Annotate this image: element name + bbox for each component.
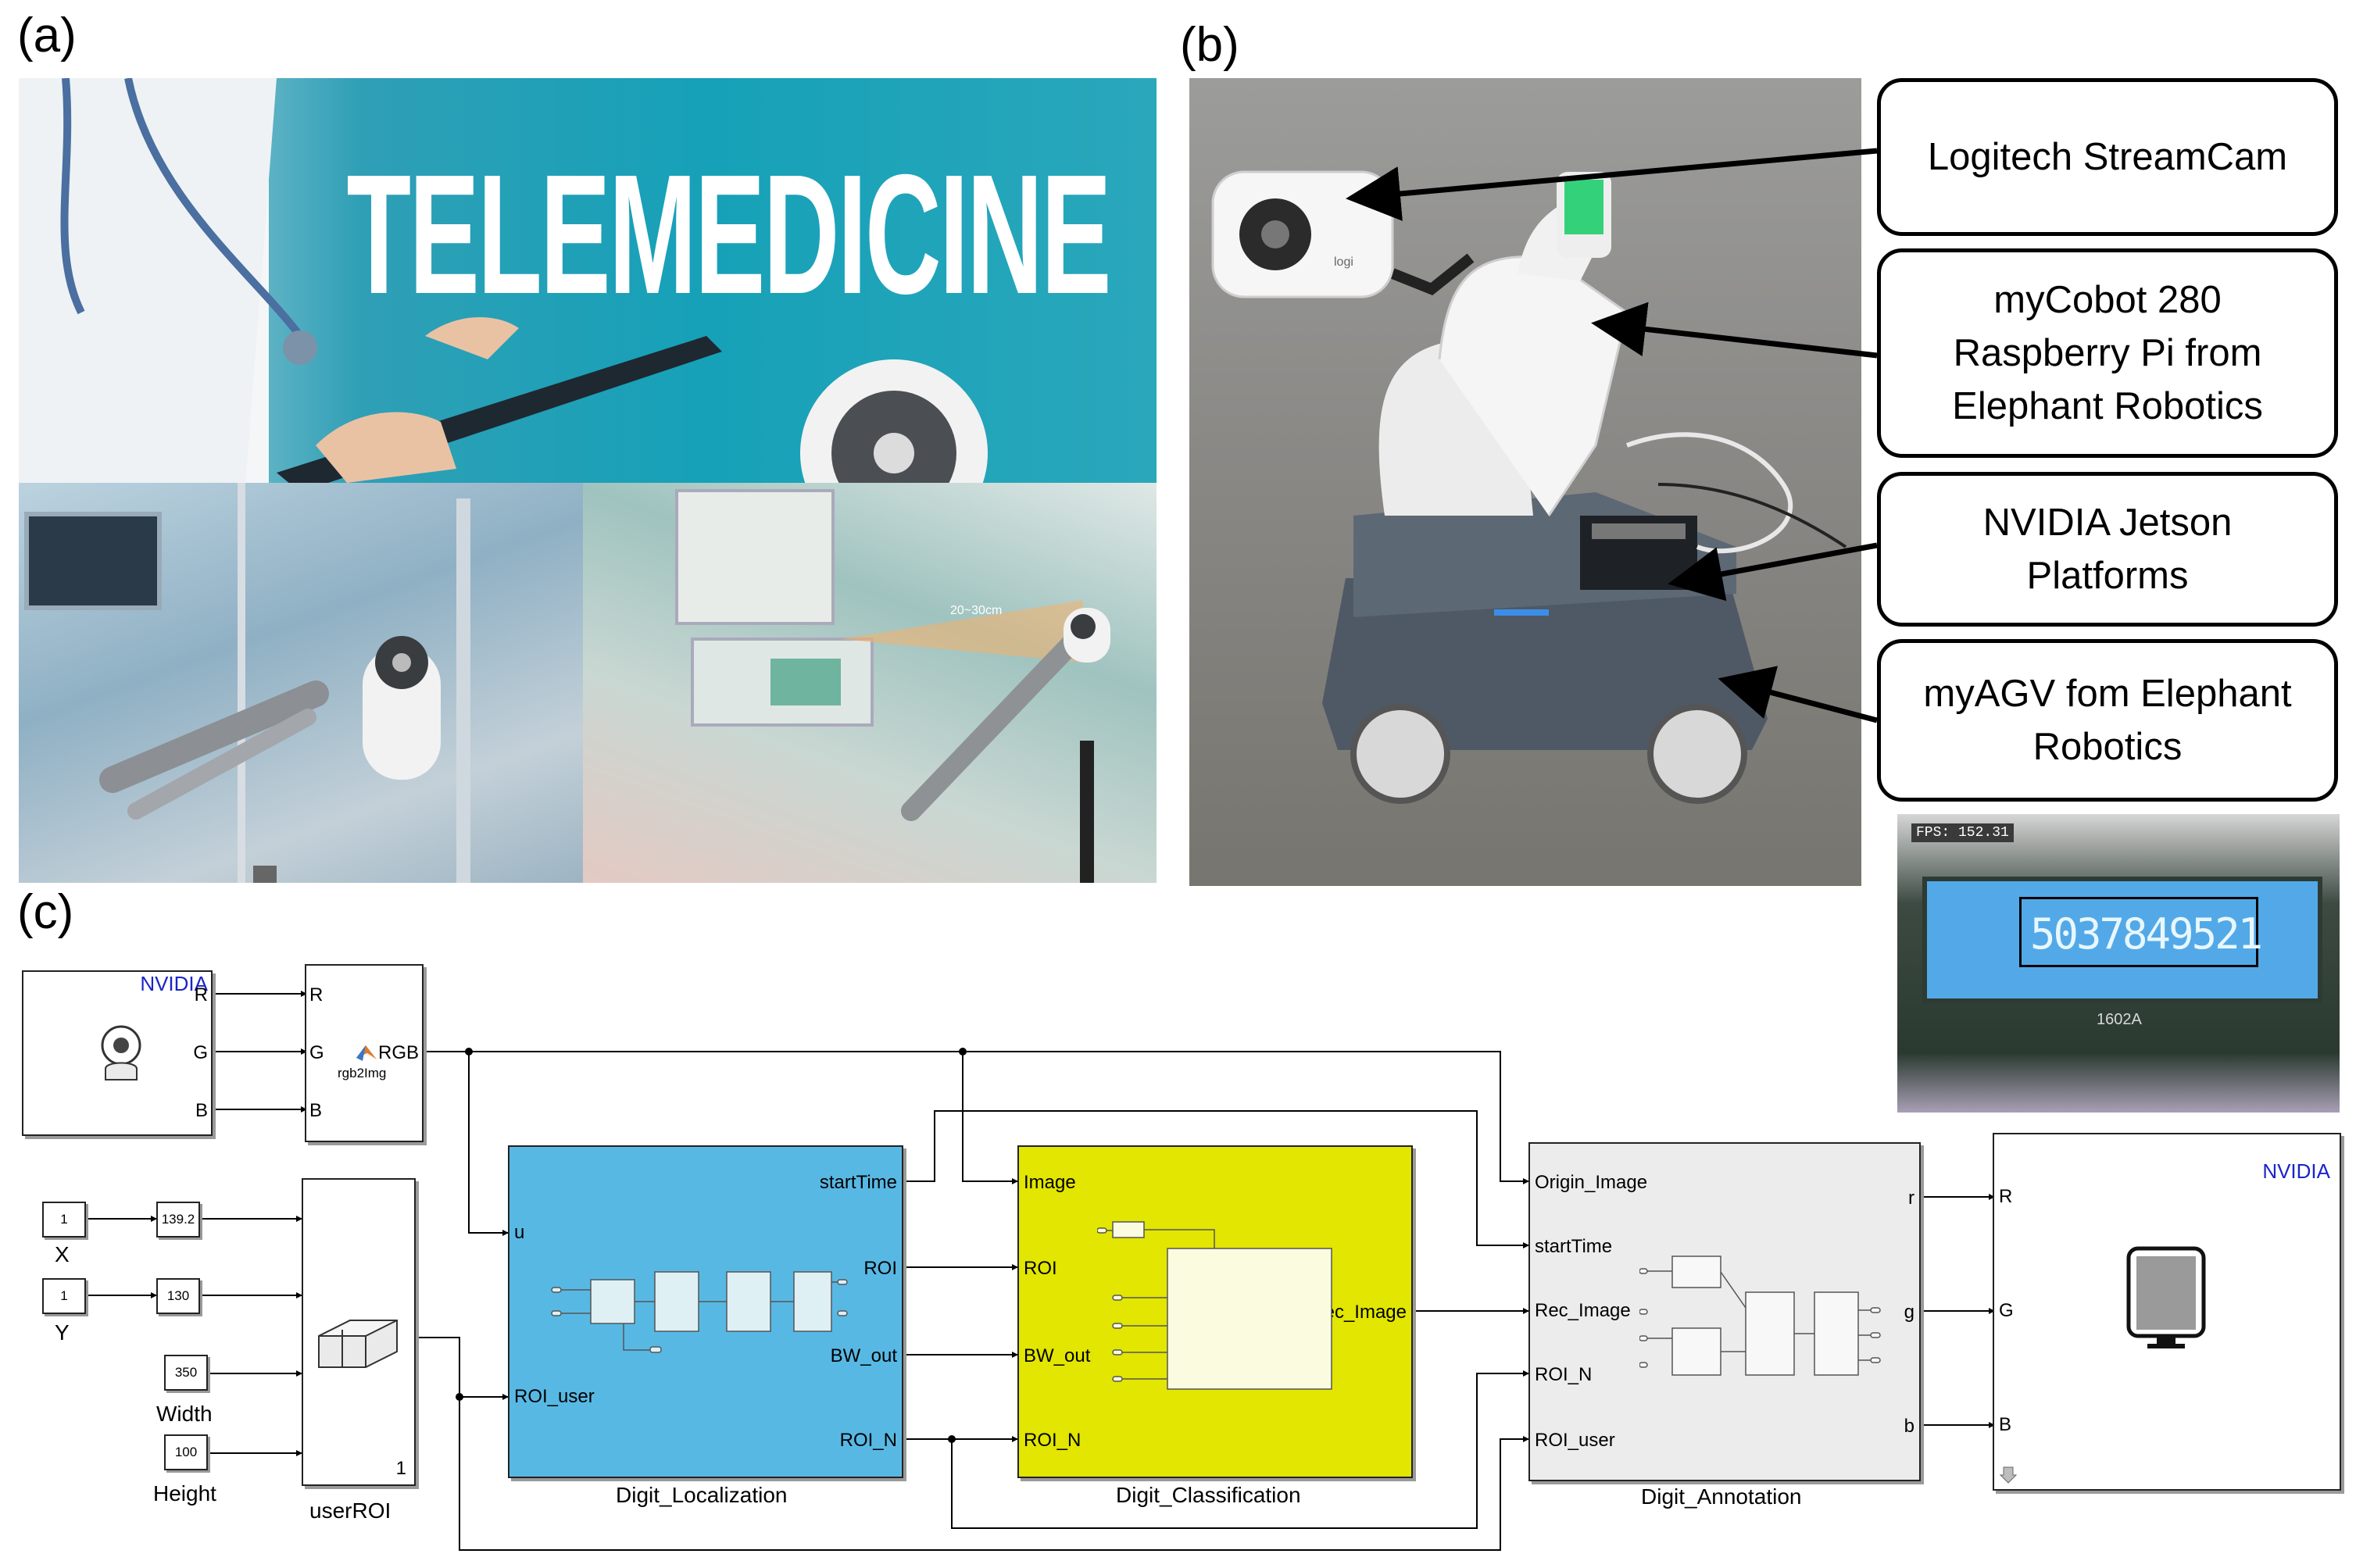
digit-localization-caption: Digit_Localization bbox=[616, 1483, 788, 1507]
width-label: Width bbox=[156, 1402, 213, 1426]
digit-annotation-caption: Digit_Annotation bbox=[1641, 1484, 1802, 1509]
camera-vendor-label: NVIDIA bbox=[140, 972, 208, 995]
localization-inner-model bbox=[551, 1271, 848, 1353]
hospital-ward-photo-left bbox=[19, 483, 583, 883]
webcam-icon bbox=[101, 1025, 141, 1080]
callout-jetson: NVIDIA Jetson Platforms bbox=[1877, 472, 2338, 627]
camera-port-g: G bbox=[193, 1042, 208, 1063]
height-label: Height bbox=[153, 1481, 216, 1505]
y-label: Y bbox=[55, 1320, 70, 1345]
lcd-roi-box bbox=[2019, 897, 2258, 967]
display-port-g: G bbox=[1999, 1300, 2014, 1321]
doctor-illustration bbox=[19, 78, 988, 483]
callout-streamcam: Logitech StreamCam bbox=[1877, 78, 2338, 236]
lcd-fps-readout: FPS: 152.31 bbox=[1911, 823, 2014, 842]
user-roi-block[interactable]: 1 bbox=[302, 1178, 416, 1486]
ann-in-roi-n: ROI_N bbox=[1535, 1364, 1593, 1385]
digit-localization-block[interactable]: u ROI_user startTime ROI BW_out ROI_N bbox=[508, 1145, 903, 1478]
ann-out-g: g bbox=[1904, 1302, 1914, 1323]
rgb2img-block[interactable]: R G B RGB rgb2Img bbox=[305, 964, 424, 1142]
loc-in-u: u bbox=[514, 1222, 525, 1243]
panel-label-a: (a) bbox=[17, 9, 77, 63]
loc-out-roi-n: ROI_N bbox=[839, 1430, 897, 1451]
down-arrow-icon bbox=[1999, 1466, 2018, 1484]
wire-junctions bbox=[456, 1048, 967, 1443]
lcd-model-label: 1602A bbox=[2097, 1011, 2142, 1028]
digit-classification-block[interactable]: Image ROI BW_out ROI_N Rec_Image bbox=[1017, 1145, 1413, 1478]
icu-equipment-illustration: 20~30cm bbox=[675, 489, 1110, 883]
display-sink-block[interactable]: NVIDIA R G B bbox=[1993, 1133, 2341, 1491]
rgb-in-b: B bbox=[309, 1100, 323, 1121]
distance-note: 20~30cm bbox=[950, 604, 1002, 617]
matlab-icon bbox=[356, 1045, 377, 1061]
loc-in-roi-user: ROI_user bbox=[514, 1386, 595, 1407]
ann-in-origin-image: Origin_Image bbox=[1535, 1172, 1648, 1193]
digit-classification-caption: Digit_Classification bbox=[1116, 1483, 1301, 1507]
loc-out-bw: BW_out bbox=[830, 1345, 897, 1366]
panel-label-b: (b) bbox=[1180, 18, 1239, 72]
y-gain[interactable]: 130 bbox=[156, 1278, 200, 1314]
hospital-ward-photo-right: 20~30cm bbox=[583, 483, 1157, 883]
x-label: X bbox=[55, 1242, 70, 1266]
ann-in-roi-user: ROI_user bbox=[1535, 1430, 1615, 1451]
telemedicine-word: TELEMEDICINE bbox=[346, 140, 1112, 330]
ann-in-starttime: startTime bbox=[1535, 1236, 1613, 1257]
callout-myagv: myAGV fom Elephant Robotics bbox=[1877, 639, 2338, 802]
lcd-screen: 5037849521 bbox=[1922, 877, 2322, 1003]
camera-arm-illustration bbox=[24, 483, 470, 883]
digit-annotation-block[interactable]: Origin_Image startTime Rec_Image ROI_N R… bbox=[1528, 1142, 1921, 1481]
user-roi-port: 1 bbox=[395, 1458, 406, 1479]
ann-in-rec-image: Rec_Image bbox=[1535, 1300, 1631, 1321]
monitor-icon bbox=[2126, 1246, 2206, 1348]
ann-out-b: b bbox=[1904, 1416, 1914, 1437]
annotation-inner-model bbox=[1639, 1255, 1881, 1376]
height-constant[interactable]: 100 bbox=[164, 1434, 208, 1470]
rgb-out: RGB bbox=[377, 1042, 419, 1063]
x-gain[interactable]: 139.2 bbox=[156, 1202, 200, 1238]
rgb-in-r: R bbox=[309, 984, 324, 1005]
rgb2img-name: rgb2Img bbox=[338, 1066, 387, 1080]
loc-out-roi: ROI bbox=[863, 1258, 897, 1279]
loc-out-starttime: startTime bbox=[819, 1172, 897, 1193]
cls-in-roi-n: ROI_N bbox=[1024, 1430, 1081, 1451]
callout-mycobot: myCobot 280 Raspberry Pi from Elephant R… bbox=[1877, 248, 2338, 458]
camera-port-b: B bbox=[195, 1100, 208, 1121]
cls-in-image: Image bbox=[1024, 1172, 1076, 1193]
width-constant[interactable]: 350 bbox=[164, 1355, 208, 1391]
lcd-display-photo: FPS: 152.31 5037849521 1602A bbox=[1897, 814, 2340, 1113]
ann-out-r: r bbox=[1908, 1188, 1914, 1209]
user-roi-caption: userROI bbox=[309, 1498, 391, 1523]
display-port-r: R bbox=[1999, 1186, 2013, 1207]
bus-creator-icon bbox=[318, 1320, 398, 1368]
display-port-b: B bbox=[1999, 1414, 2012, 1435]
x-constant[interactable]: 1 bbox=[42, 1202, 86, 1238]
camera-brand: logi bbox=[1334, 255, 1353, 269]
y-constant[interactable]: 1 bbox=[42, 1278, 86, 1314]
robot-platform-photo: logi bbox=[1189, 78, 1861, 886]
display-vendor-label: NVIDIA bbox=[2262, 1159, 2330, 1183]
lcd-digits: 5037849521 bbox=[2030, 909, 2263, 959]
telemedicine-banner-photo: TELEMEDICINE bbox=[19, 78, 1157, 483]
panel-label-c: (c) bbox=[17, 885, 74, 939]
cls-in-roi: ROI bbox=[1024, 1258, 1057, 1279]
camera-source-block[interactable]: NVIDIA R G B bbox=[22, 970, 213, 1136]
classification-inner-model bbox=[1097, 1221, 1332, 1390]
camera-port-r: R bbox=[194, 984, 208, 1005]
rgb-in-g: G bbox=[309, 1042, 324, 1063]
cls-in-bw: BW_out bbox=[1024, 1345, 1091, 1366]
